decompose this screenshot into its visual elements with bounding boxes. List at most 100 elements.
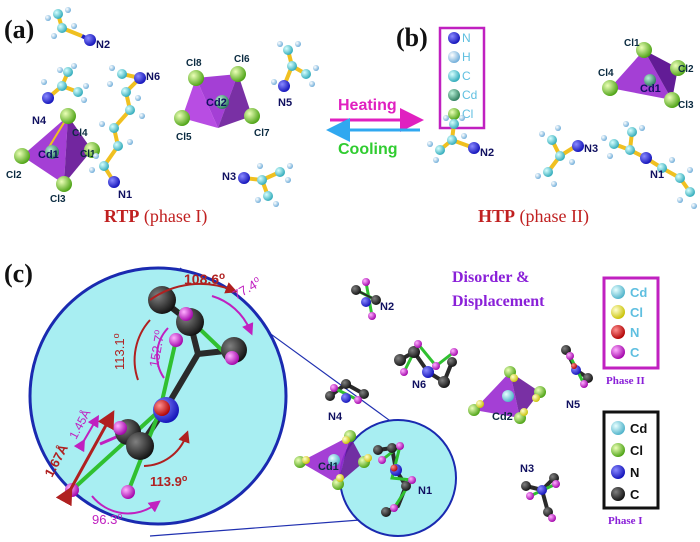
bond-arrow-145 — [73, 414, 100, 453]
atom-label-n5-a: N5 — [278, 97, 292, 109]
cation-n5-a — [271, 41, 319, 92]
atom-label-cd1-b: Cd1 — [640, 83, 661, 95]
cation-n2-b — [427, 115, 480, 163]
fragment-n5-c — [561, 345, 593, 388]
panel-a-tag: (a) — [4, 15, 34, 44]
atom-label-n4-c: N4 — [328, 411, 343, 423]
arc-152 — [156, 327, 169, 379]
bond-arrow-167 — [55, 410, 115, 507]
atom-label-cl4-a: Cl4 — [72, 128, 88, 139]
legend-b-n: N — [462, 31, 471, 45]
legend-phase1-cd: Cd — [630, 421, 647, 436]
legend-phase2-title: Phase II — [606, 375, 645, 387]
legend-phase1: Cd Cl N C — [602, 410, 660, 510]
fragment-n4-c — [325, 379, 369, 404]
atom-label-n1-c: N1 — [418, 485, 432, 497]
atom-label-n2-a: N2 — [96, 39, 110, 51]
fragment-n3-c — [521, 473, 560, 522]
magnified-cation — [65, 286, 247, 499]
cd1-tetrahedron-a — [14, 108, 100, 192]
angle-96: 96.3o — [92, 511, 122, 527]
angle-152: 152.7o — [145, 329, 167, 369]
angle-96-degree: o — [117, 511, 122, 521]
heating-label: Heating — [338, 97, 397, 114]
angle-113-1: 113.1o — [111, 333, 127, 370]
cation-n6-n1-a — [89, 65, 146, 188]
arc-108 — [149, 282, 238, 301]
angle-77-degree: o — [251, 274, 260, 285]
legend-phase1-n: N — [630, 465, 639, 480]
cd1-tetrahedron-b — [602, 42, 686, 108]
atom-label-cl3-a: Cl3 — [50, 194, 66, 205]
panel-c: (c) — [4, 259, 660, 537]
zoom-connector-bottom — [149, 519, 361, 537]
panel-c-tag: (c) — [4, 259, 33, 288]
atom-label-n3-b: N3 — [584, 143, 598, 155]
legend-phase2-cl: Cl — [630, 305, 643, 320]
atom-label-n4-a: N4 — [32, 115, 47, 127]
cation-n4-a — [41, 63, 89, 104]
arc-113-9 — [143, 430, 190, 467]
atom-label-cl6-a: Cl6 — [234, 54, 250, 65]
atom-label-n2-c: N2 — [380, 301, 394, 313]
angle-113-9: 113.9o — [150, 473, 188, 489]
legend-b-c: C — [462, 69, 471, 83]
atom-label-cl1-b: Cl1 — [624, 38, 640, 49]
atom-label-cl3-b: Cl3 — [678, 100, 694, 111]
atom-label-n3-c: N3 — [520, 463, 534, 475]
legend-b: N H C Cd Cl — [438, 26, 486, 130]
caption-a-sub: (phase I) — [139, 206, 207, 227]
cd2-tetrahedron-a — [174, 66, 260, 128]
angle-108-degree: o — [219, 271, 225, 282]
caption-a: RTP (phase I) — [104, 206, 207, 227]
legend-phase2-n: N — [630, 325, 639, 340]
atom-label-n1-b: N1 — [650, 169, 664, 181]
caption-b: HTP (phase II) — [478, 206, 589, 227]
panel-b: (b) N H C Cd Cl N2 — [396, 23, 697, 227]
atom-label-cd2-c: Cd2 — [492, 411, 513, 423]
cation-n3-b — [535, 125, 584, 187]
angle-113-9-degree: o — [182, 473, 188, 483]
cation-n2-a — [45, 7, 96, 46]
angle-113-1-value: 113.1 — [112, 338, 127, 370]
angle-96-value: 96.3 — [92, 512, 117, 527]
angle-152-value: 152.7 — [146, 334, 166, 369]
legend-phase1-c: C — [630, 487, 640, 502]
atom-label-n6-a: N6 — [146, 71, 160, 83]
caption-b-main: HTP — [478, 206, 515, 226]
panel-c-title-line2: Displacement — [452, 293, 545, 310]
phase-transition-arrows: Heating Cooling — [326, 97, 424, 158]
atom-label-n6-c: N6 — [412, 379, 426, 391]
legend-phase1-cl: Cl — [630, 443, 643, 458]
cooling-label: Cooling — [338, 141, 398, 158]
atom-label-n3-a: N3 — [222, 171, 236, 183]
angle-108: 108.6o — [184, 271, 225, 288]
legend-b-cl: Cl — [462, 107, 473, 121]
legend-phase2-c: C — [630, 345, 640, 360]
atom-label-cd1-a: Cd1 — [38, 149, 59, 161]
angle-108-value: 108.6 — [184, 271, 219, 287]
atom-label-cl5-a: Cl5 — [176, 132, 192, 143]
caption-b-sub: (phase II) — [515, 206, 589, 227]
atom-label-n1-a: N1 — [118, 189, 132, 201]
fragment-n6-c — [394, 340, 458, 388]
cation-n3-a — [238, 163, 293, 207]
cd1-tetrahedron-c — [294, 430, 372, 490]
legend-phase2: Cd Cl N C — [602, 276, 660, 370]
atom-label-cl8-a: Cl8 — [186, 58, 202, 69]
legend-b-h: H — [462, 50, 471, 64]
cation-n1-b — [601, 121, 697, 209]
panel-b-tag: (b) — [396, 23, 428, 52]
atom-label-n5-c: N5 — [566, 399, 580, 411]
atom-label-cl2-a: Cl2 — [6, 170, 22, 181]
angle-113-9-value: 113.9 — [150, 474, 182, 489]
angle-77: 77.4o — [230, 274, 264, 303]
panel-c-title-line1: Disorder & — [452, 269, 529, 286]
atom-label-cl4-b: Cl4 — [598, 68, 614, 79]
legend-phase2-cd: Cd — [630, 285, 647, 300]
atom-label-cd1-c: Cd1 — [318, 461, 339, 473]
atom-label-cl1-a: Cl1 — [80, 149, 96, 160]
fragment-n1-c — [373, 442, 416, 517]
arc-77 — [211, 295, 254, 336]
